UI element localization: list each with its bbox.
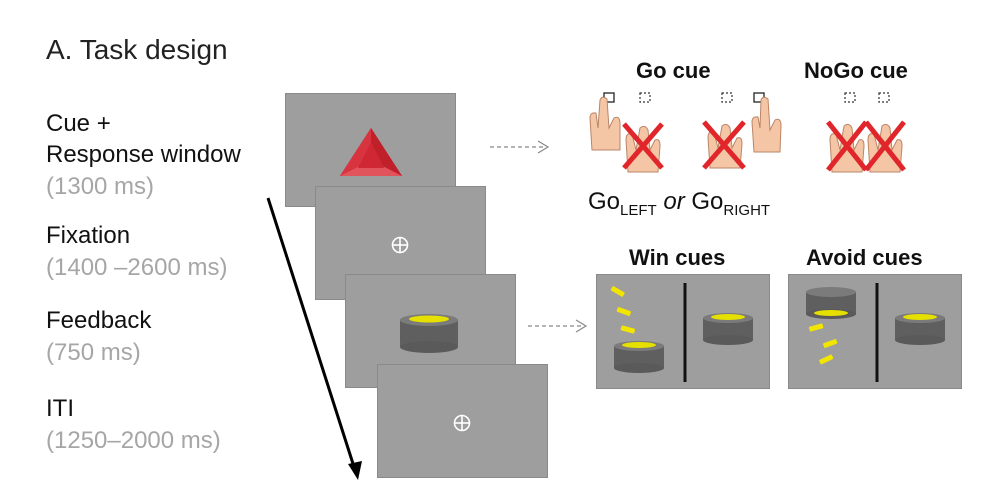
nogo-hands <box>826 92 906 173</box>
go-right-prefix: Go <box>691 188 724 215</box>
nogo-cue-title: NoGo cue <box>804 58 908 83</box>
step-iti-duration: (1250–2000 ms) <box>46 427 221 454</box>
go-right-sub: RIGHT <box>723 202 771 219</box>
avoid-cues-illustration <box>806 283 945 382</box>
coin-stack-icon <box>400 314 458 353</box>
step-feedback-duration: (750 ms) <box>46 339 141 366</box>
fixation-cross-icon <box>453 414 471 432</box>
screen-iti <box>377 364 548 478</box>
go-left-right-label: GoLEFT or GoRIGHT <box>588 188 770 219</box>
step-feedback-label: Feedback <box>46 307 152 334</box>
coin-stack-icon <box>614 341 664 373</box>
or-text: or <box>663 188 685 215</box>
avoid-cues-title: Avoid cues <box>806 245 923 270</box>
step-cue-duration: (1300 ms) <box>46 173 155 200</box>
win-cues-illustration <box>610 283 753 382</box>
go-cue-title: Go cue <box>636 58 711 83</box>
win-cues-box <box>596 274 770 389</box>
avoid-cues-box <box>788 274 962 389</box>
go-right-hands <box>702 92 782 170</box>
coin-stack-icon <box>703 313 753 345</box>
go-left-prefix: Go <box>588 188 621 215</box>
step-fixation-label: Fixation <box>46 222 131 249</box>
go-left-sub: LEFT <box>620 202 657 219</box>
warning-triangle-cue-icon <box>340 128 402 176</box>
go-left-hands <box>589 92 664 173</box>
fixation-cross-icon <box>391 236 409 254</box>
token-icon <box>610 286 636 334</box>
coin-stack-icon <box>806 287 856 319</box>
step-cue-label-line2: Response window <box>46 141 241 168</box>
token-icon <box>808 323 838 365</box>
win-cues-title: Win cues <box>629 245 726 270</box>
step-fixation-duration: (1400 –2600 ms) <box>46 254 228 281</box>
step-cue-label: Cue + <box>46 110 111 137</box>
panel-title: A. Task design <box>46 34 228 65</box>
step-iti-label: ITI <box>46 395 74 422</box>
coin-stack-icon <box>895 313 945 345</box>
